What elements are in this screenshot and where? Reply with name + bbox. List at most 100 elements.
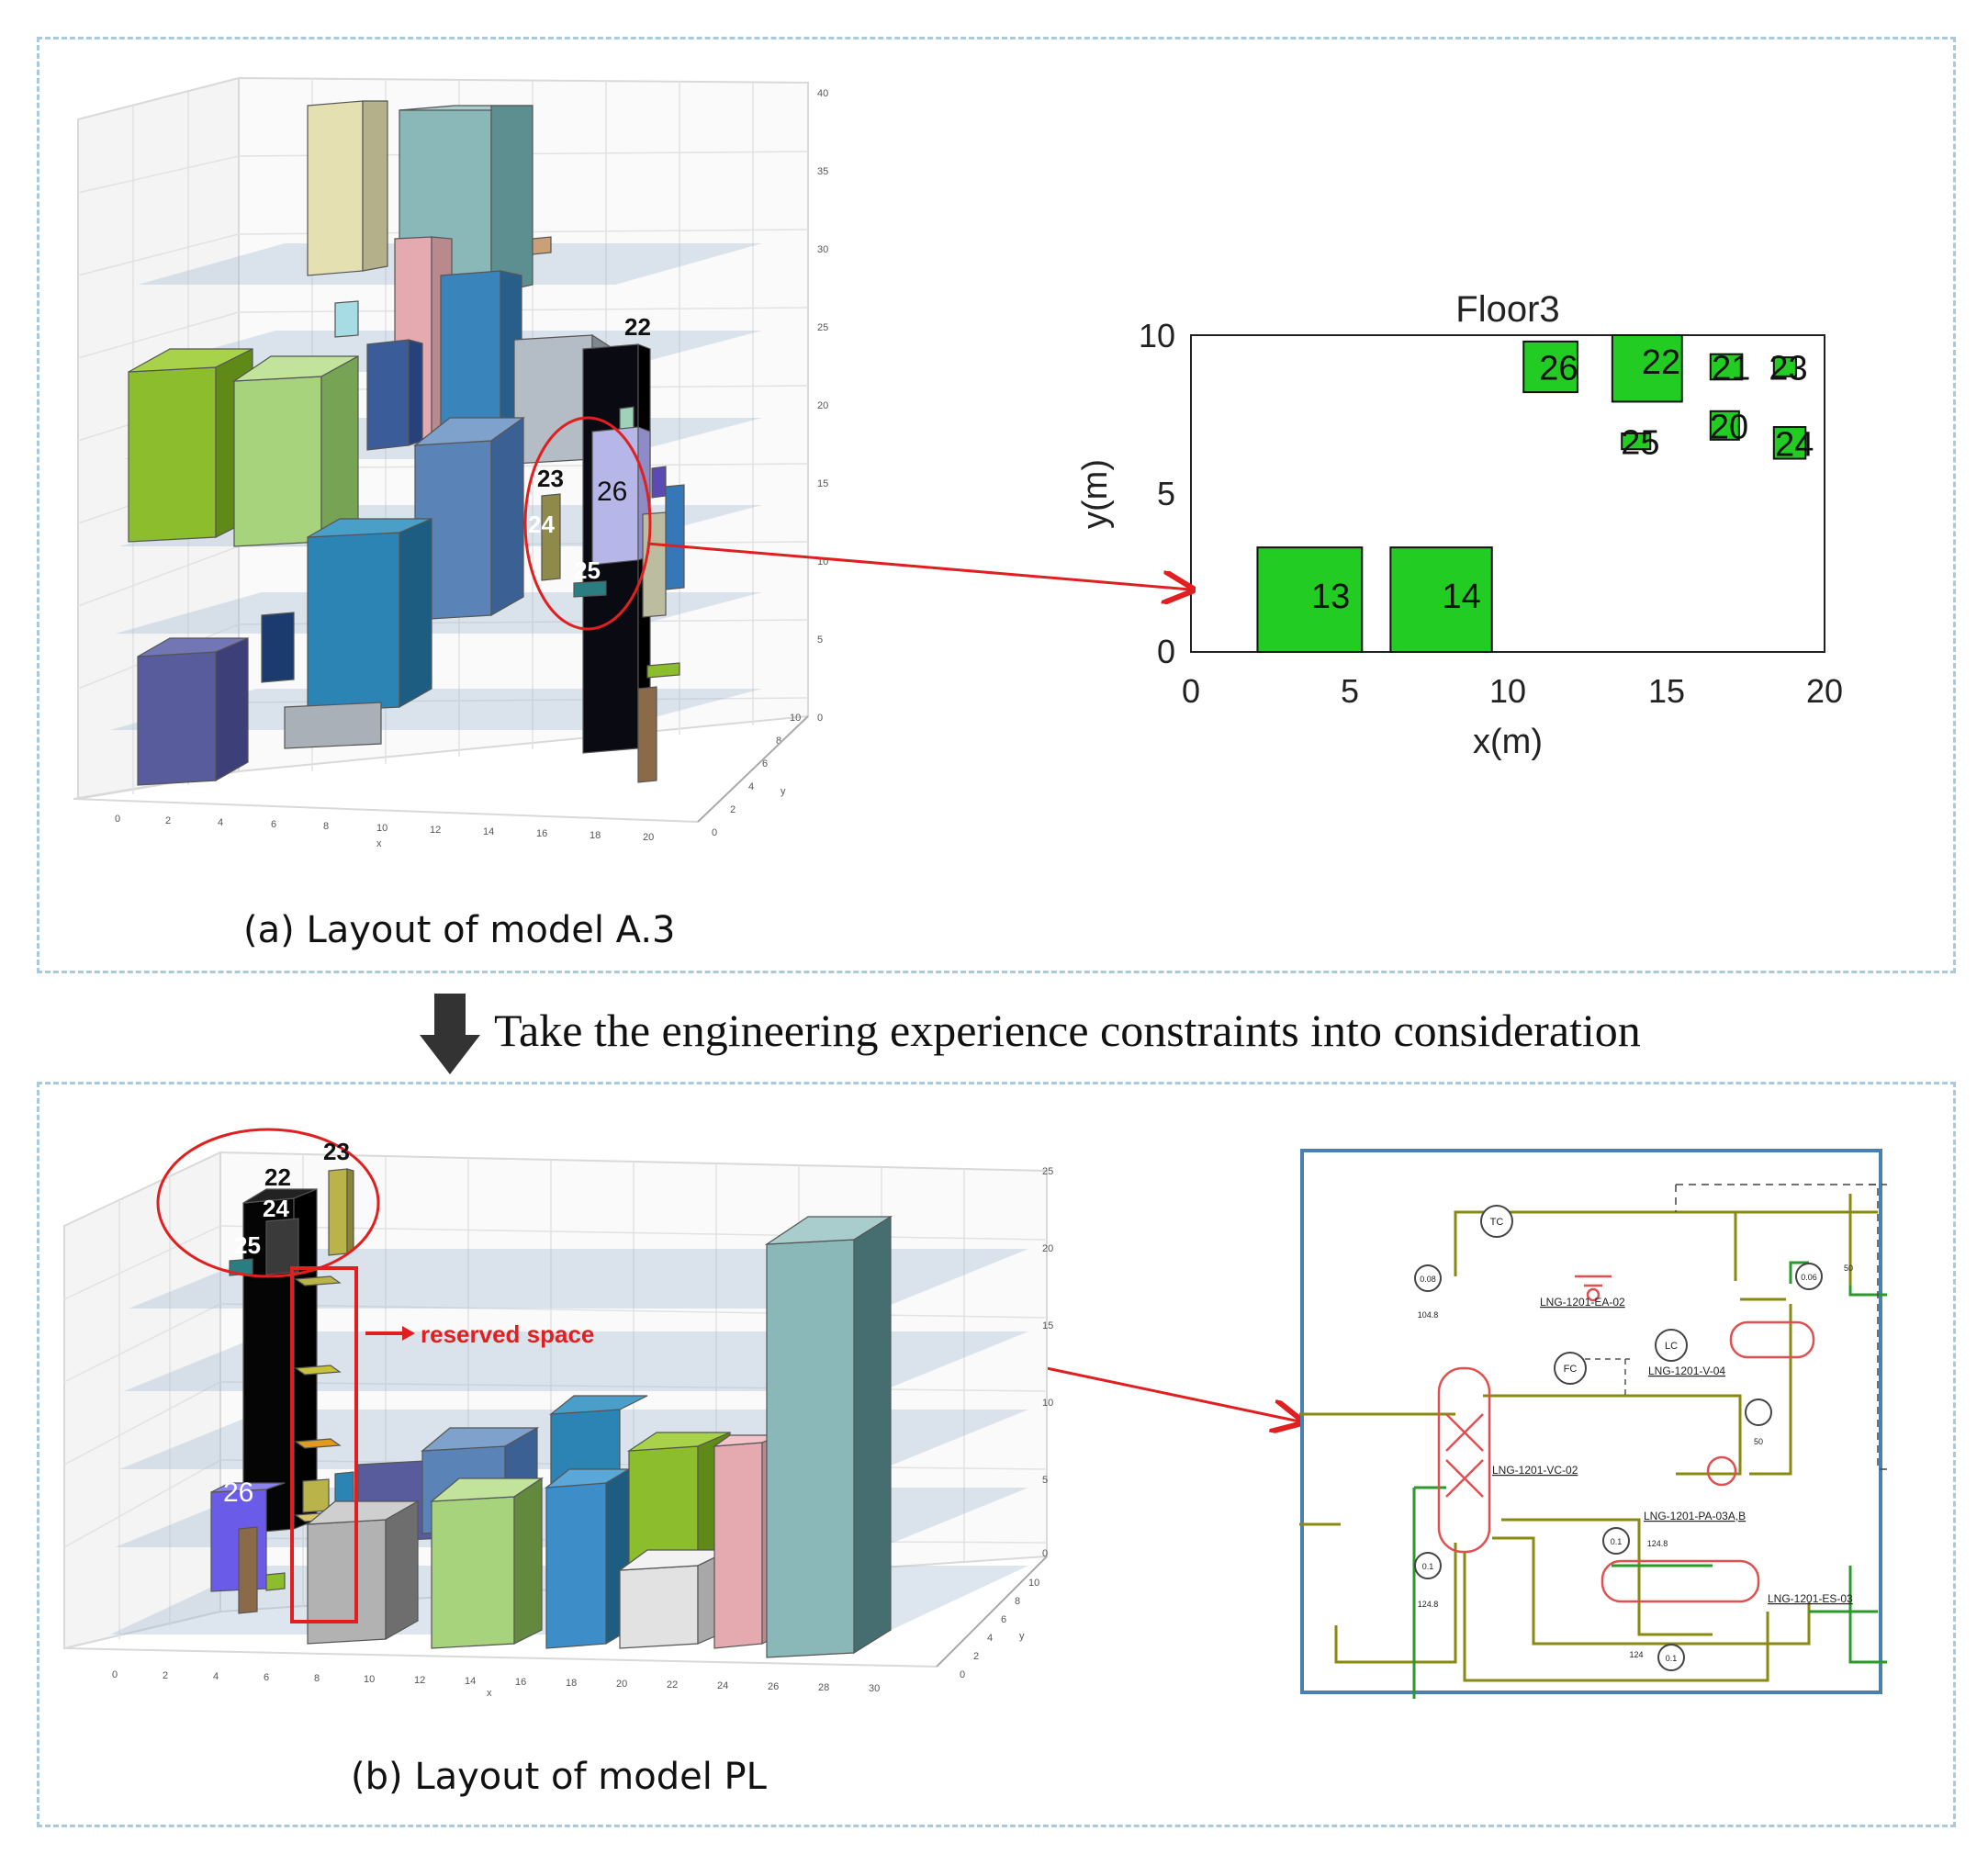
svg-text:2: 2 (730, 804, 736, 815)
highlight-ellipse-b (156, 1128, 380, 1278)
equipment-blocks-a (128, 100, 685, 786)
view3d-b: reserved space 22 23 24 25 26 0 5 10 15 … (63, 1128, 1053, 1699)
z-ticks-b: 0 5 10 15 20 25 (1042, 1166, 1053, 1559)
svg-text:0: 0 (112, 1669, 118, 1680)
val-8: 124.8 (1647, 1539, 1668, 1548)
svg-text:22: 22 (667, 1679, 678, 1691)
svg-text:20: 20 (643, 832, 654, 843)
inst-fc: FC (1564, 1364, 1578, 1375)
svg-text:35: 35 (817, 166, 828, 177)
equipment-rect-22 (1611, 334, 1683, 403)
equipment-rect-26 (1522, 340, 1578, 394)
equipment-label-22: 22 (1642, 343, 1680, 382)
svg-text:14: 14 (465, 1676, 476, 1687)
y-tick-1: 5 (1157, 475, 1175, 512)
equipment-rect-13 (1256, 546, 1364, 653)
caption-a: (a) Layout of model A.3 (243, 909, 676, 951)
label-24-b: 24 (263, 1195, 289, 1222)
x-tick-labels: 0 5 10 15 20 (1182, 672, 1843, 710)
axis-line-a (697, 715, 809, 823)
svg-text:x: x (376, 838, 382, 849)
transition-text: Take the engineering experience constrai… (494, 1005, 1641, 1056)
y-tick-0: 0 (1157, 633, 1175, 670)
tag-vc-02: LNG-1201-VC-02 (1492, 1464, 1578, 1477)
chart-title: Floor3 (1455, 289, 1559, 330)
svg-text:0: 0 (115, 814, 120, 825)
equipment-rect-21 (1709, 353, 1744, 381)
svg-text:20: 20 (817, 400, 828, 411)
val-4: 50 (1844, 1264, 1853, 1273)
val-5: 50 (1754, 1437, 1763, 1446)
svg-text:10: 10 (364, 1674, 375, 1685)
x-tick-3: 15 (1648, 672, 1685, 710)
svg-text:4: 4 (748, 781, 754, 792)
svg-text:18: 18 (590, 830, 601, 841)
reserved-space-box (290, 1266, 358, 1623)
svg-text:6: 6 (1001, 1614, 1006, 1625)
equipment-label-14: 14 (1442, 578, 1480, 616)
panel-b (37, 1082, 1956, 1827)
equipment-rect-23 (1772, 356, 1797, 377)
svg-text:8: 8 (314, 1673, 320, 1684)
svg-text:20: 20 (616, 1679, 627, 1690)
equipment-label-25: 25 (1621, 424, 1659, 463)
reserved-arrow (365, 1326, 415, 1341)
pid-diagram: TC LC FC 0.08 104.8 0.06 50 50 0.1 124.8… (1299, 1149, 1887, 1699)
svg-text:12: 12 (414, 1675, 425, 1686)
val-1: 0.08 (1420, 1275, 1436, 1284)
svg-text:14: 14 (483, 826, 494, 837)
equipment-label-23: 23 (1769, 350, 1807, 388)
svg-text:28: 28 (818, 1682, 829, 1693)
y-ticks-b: 0 2 4 6 8 10 y (960, 1578, 1039, 1680)
x-axis-label: x(m) (1473, 723, 1543, 761)
view3d-a: 22 23 24 25 26 0 5 10 15 20 25 30 35 40 … (73, 76, 828, 849)
svg-text:6: 6 (762, 758, 768, 769)
equipment-rect-25 (1621, 432, 1652, 451)
svg-text:26: 26 (768, 1681, 779, 1692)
x-tick-4: 20 (1806, 672, 1843, 710)
highlight-ellipse-a (523, 416, 652, 631)
svg-text:x: x (487, 1688, 492, 1699)
pid-equipment (1437, 1275, 1815, 1603)
pid-frame (1300, 1149, 1882, 1694)
svg-text:40: 40 (817, 88, 828, 99)
panel-a (37, 37, 1956, 973)
svg-text:5: 5 (1042, 1475, 1048, 1486)
label-23-b: 23 (323, 1138, 350, 1165)
svg-text:6: 6 (264, 1672, 269, 1683)
svg-text:4: 4 (213, 1671, 219, 1682)
label-24-a: 24 (528, 511, 555, 538)
svg-text:12: 12 (430, 825, 441, 836)
svg-text:y: y (781, 786, 786, 797)
label-26-a: 26 (597, 477, 627, 507)
svg-text:15: 15 (817, 478, 828, 489)
svg-text:8: 8 (1015, 1596, 1020, 1607)
val-9: 0.1 (1611, 1537, 1623, 1546)
svg-text:16: 16 (536, 828, 547, 839)
label-26-b: 26 (223, 1477, 253, 1508)
label-25-a: 25 (574, 556, 601, 584)
val-6: 0.1 (1422, 1562, 1434, 1571)
svg-text:10: 10 (790, 713, 801, 724)
inst-tc: TC (1490, 1217, 1504, 1228)
tag-es-03: LNG-1201-ES-03 (1768, 1592, 1853, 1605)
svg-text:6: 6 (271, 819, 276, 830)
svg-text:y: y (1019, 1631, 1025, 1642)
pid-instruments (1414, 1205, 1823, 1671)
label-22-a: 22 (624, 313, 651, 341)
axis-line-b (936, 1556, 1048, 1668)
svg-text:5: 5 (817, 635, 823, 646)
x-tick-1: 5 (1341, 672, 1359, 710)
val-10: 124 (1629, 1650, 1643, 1659)
svg-text:0: 0 (960, 1669, 965, 1680)
equipment-label-24: 24 (1775, 425, 1814, 464)
svg-text:10: 10 (376, 823, 387, 834)
svg-text:0: 0 (712, 827, 717, 838)
y-axis-label: y(m) (1076, 459, 1115, 529)
svg-text:0: 0 (1042, 1548, 1048, 1559)
y-tick-labels: 0 5 10 (1139, 317, 1175, 670)
pid-tags: LNG-1201-EA-02 LNG-1201-V-04 LNG-1201-VC… (1492, 1296, 1853, 1605)
x-tick-2: 10 (1489, 672, 1526, 710)
